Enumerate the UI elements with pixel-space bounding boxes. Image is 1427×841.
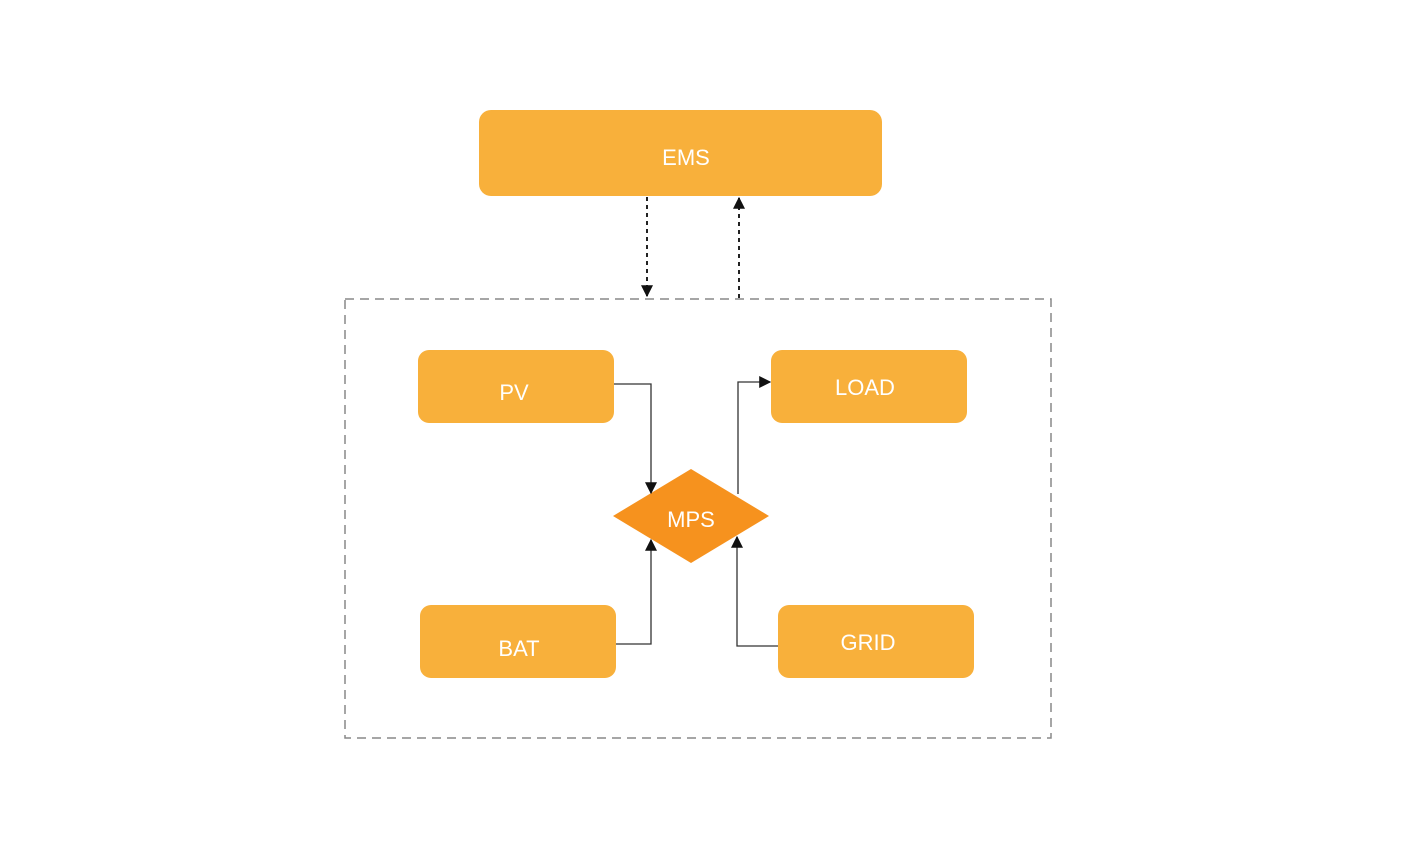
load-label: LOAD bbox=[835, 375, 895, 400]
pv-box bbox=[418, 350, 614, 423]
grid-node: GRID bbox=[778, 605, 974, 678]
ems-box bbox=[479, 110, 882, 196]
grid-label: GRID bbox=[841, 630, 896, 655]
mps-to-load-connector bbox=[737, 376, 772, 494]
load-node: LOAD bbox=[771, 350, 967, 423]
bat-node: BAT bbox=[420, 605, 616, 678]
grid-box bbox=[778, 605, 974, 678]
ems-label: EMS bbox=[662, 145, 710, 170]
mps-node: MPS bbox=[613, 469, 769, 563]
bat-to-mps-connector bbox=[616, 538, 657, 645]
bat-label: BAT bbox=[498, 636, 539, 661]
ems-node: EMS bbox=[479, 110, 882, 196]
mps-label: MPS bbox=[667, 507, 715, 532]
grid-to-mps-connector bbox=[731, 535, 778, 647]
pv-node: PV bbox=[418, 350, 614, 423]
pv-to-mps-connector bbox=[614, 383, 657, 495]
bat-box bbox=[420, 605, 616, 678]
pv-label: PV bbox=[499, 380, 529, 405]
load-box bbox=[771, 350, 967, 423]
system-boundary bbox=[344, 298, 1052, 739]
